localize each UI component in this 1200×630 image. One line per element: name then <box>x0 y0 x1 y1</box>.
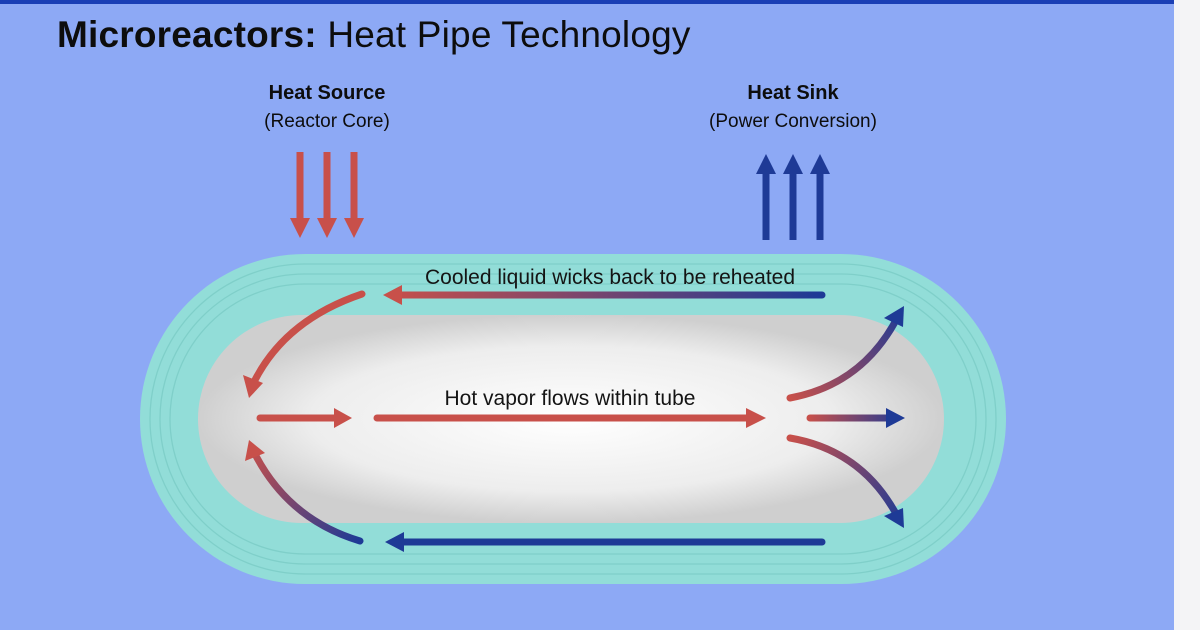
heat-in-arrow-1 <box>290 152 310 238</box>
heat-sink-label: Heat Sink (Power Conversion) <box>709 82 877 133</box>
heat-in-arrow-2 <box>317 152 337 238</box>
slide: Microreactors: Heat Pipe Technology Heat… <box>0 0 1174 630</box>
heat-out-arrow-2 <box>783 154 803 240</box>
heat-sink-subtitle: (Power Conversion) <box>709 111 877 132</box>
fan-middle-arrow <box>806 408 905 428</box>
title-rest: Heat Pipe Technology <box>316 14 691 55</box>
slide-title: Microreactors: Heat Pipe Technology <box>57 14 691 56</box>
wick-caption: Cooled liquid wicks back to be reheated <box>425 266 795 289</box>
heat-pipe-diagram: Cooled liquid wicks back to be reheated … <box>140 152 1006 584</box>
vapor-main-arrow <box>373 408 766 428</box>
vapor-short-arrow <box>256 408 352 428</box>
heat-source-arrows <box>290 152 364 238</box>
heat-in-arrow-3 <box>344 152 364 238</box>
wick-bottom-arrow <box>385 532 826 552</box>
heat-out-arrow-3 <box>810 154 830 240</box>
wick-top-arrow <box>383 285 826 305</box>
left-curve-top-arrow <box>243 290 366 398</box>
heat-source-subtitle: (Reactor Core) <box>264 111 390 132</box>
wick-contour-lines <box>149 263 997 575</box>
vapor-caption: Hot vapor flows within tube <box>445 387 696 410</box>
heat-sink-title: Heat Sink <box>747 82 839 104</box>
fan-top-arrow <box>786 306 904 402</box>
heat-out-arrow-1 <box>756 154 776 240</box>
heat-source-title: Heat Source <box>268 82 386 104</box>
top-rule <box>0 0 1174 4</box>
left-curve-bottom-arrow <box>245 440 364 545</box>
fan-bottom-arrow <box>786 434 904 528</box>
heat-sink-arrows <box>756 154 830 240</box>
title-bold: Microreactors: <box>57 14 317 55</box>
heat-source-label: Heat Source (Reactor Core) <box>264 82 390 133</box>
